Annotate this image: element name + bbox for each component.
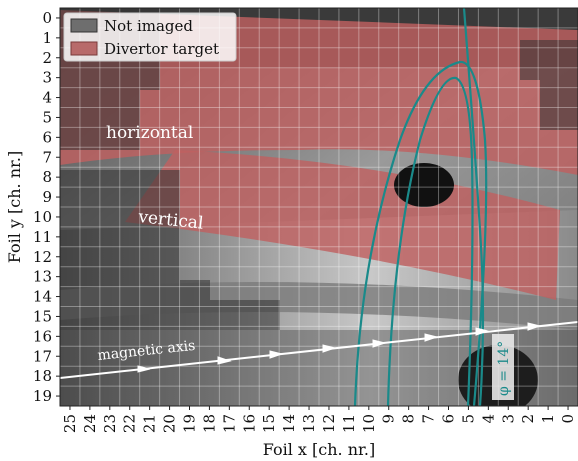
- y-tick-label: 9: [42, 188, 52, 206]
- legend: Not imaged Divertor target: [63, 12, 237, 62]
- y-tick-label: 17: [33, 347, 52, 365]
- y-tick-label: 15: [33, 307, 52, 325]
- y-axis-label: Foil y [ch. nr.]: [5, 151, 24, 264]
- axis-arrow-2: [217, 356, 232, 365]
- label-horizontal: horizontal: [106, 123, 193, 143]
- x-tick-label: 3: [499, 414, 517, 424]
- y-tick-label: 5: [42, 108, 52, 126]
- axis-arrow-1: [137, 365, 151, 373]
- axis-arrow-4: [322, 344, 337, 353]
- channel-grid: [60, 8, 578, 406]
- y-tick-label: 7: [42, 148, 52, 166]
- x-tick-label: 9: [380, 414, 398, 424]
- field-lines: [353, 8, 488, 406]
- port-hole-upper: [394, 163, 454, 207]
- x-tick-label: 7: [420, 414, 438, 424]
- axis-arrow-7: [475, 327, 490, 336]
- axis-arrow-3: [269, 350, 284, 359]
- y-tick-label: 4: [42, 89, 52, 107]
- axis-arrow-5: [372, 339, 387, 348]
- y-tick-label: 14: [33, 288, 52, 306]
- not-imaged-right: [520, 40, 578, 130]
- x-tick-label: 10: [360, 414, 378, 433]
- legend-label-not-imaged: Not imaged: [104, 17, 193, 35]
- x-tick-label: 24: [81, 414, 99, 433]
- x-tick-label: 23: [101, 414, 119, 433]
- y-tick-label: 10: [33, 208, 52, 226]
- plot-area: horizontal vertical magnetic axis φ = 14…: [60, 8, 578, 406]
- x-tick-label: 12: [320, 414, 338, 433]
- x-tick-label: 8: [400, 414, 418, 424]
- legend-frame: [63, 12, 237, 62]
- x-tick-label: 16: [240, 414, 258, 433]
- x-tick-label: 6: [440, 414, 458, 424]
- phi-label: φ = 14°: [496, 341, 512, 396]
- x-tick-label: 5: [459, 414, 477, 424]
- x-tick-label: 15: [260, 414, 278, 433]
- y-tick-label: 18: [33, 367, 52, 385]
- phi-label-box: φ = 14°: [492, 334, 514, 400]
- x-axis-label: Foil x [ch. nr.]: [263, 440, 376, 459]
- y-tick-label: 13: [33, 268, 52, 286]
- x-tick-label: 13: [300, 414, 318, 433]
- field-line-3: [386, 76, 474, 406]
- phi-label-background: [492, 334, 514, 400]
- plot-frame: [59, 7, 578, 407]
- magnetic-axis: [60, 321, 578, 379]
- axis-arrow-6: [424, 333, 439, 342]
- field-line-2: [353, 60, 488, 406]
- x-tick-label: 2: [519, 414, 537, 424]
- x-tick-label: 1: [539, 414, 557, 424]
- x-tick-label: 20: [161, 414, 179, 433]
- x-tick-label: 18: [200, 414, 218, 433]
- y-tick-label: 0: [42, 9, 52, 27]
- field-line-1: [462, 8, 485, 406]
- x-tick-label: 11: [340, 414, 358, 433]
- x-tick-label: 25: [61, 414, 79, 433]
- legend-swatch-divertor: [70, 41, 98, 56]
- y-tick-label: 11: [33, 228, 52, 246]
- y-tick-label: 12: [33, 248, 52, 266]
- x-tick-label: 17: [220, 414, 238, 433]
- y-tick-label: 2: [42, 49, 52, 67]
- x-tick-label: 19: [181, 414, 199, 433]
- x-tick-label: 0: [559, 414, 577, 424]
- axis-arrow-8: [527, 322, 542, 331]
- y-tick-label: 3: [42, 69, 52, 87]
- y-tick-label: 19: [33, 387, 52, 405]
- x-tick-label: 21: [141, 414, 159, 433]
- y-tick-label: 16: [33, 327, 52, 345]
- x-tick-label: 22: [121, 414, 139, 433]
- legend-swatch-not-imaged: [70, 18, 98, 33]
- not-imaged-bottom: [60, 330, 578, 406]
- not-imaged-lower-left: [60, 170, 280, 330]
- y-tick-label: 1: [42, 29, 52, 47]
- x-tick-label: 14: [280, 414, 298, 433]
- y-tick-label: 6: [42, 128, 52, 146]
- x-tick-label: 4: [479, 414, 497, 424]
- legend-label-divertor: Divertor target: [104, 40, 219, 58]
- y-tick-label: 8: [42, 168, 52, 186]
